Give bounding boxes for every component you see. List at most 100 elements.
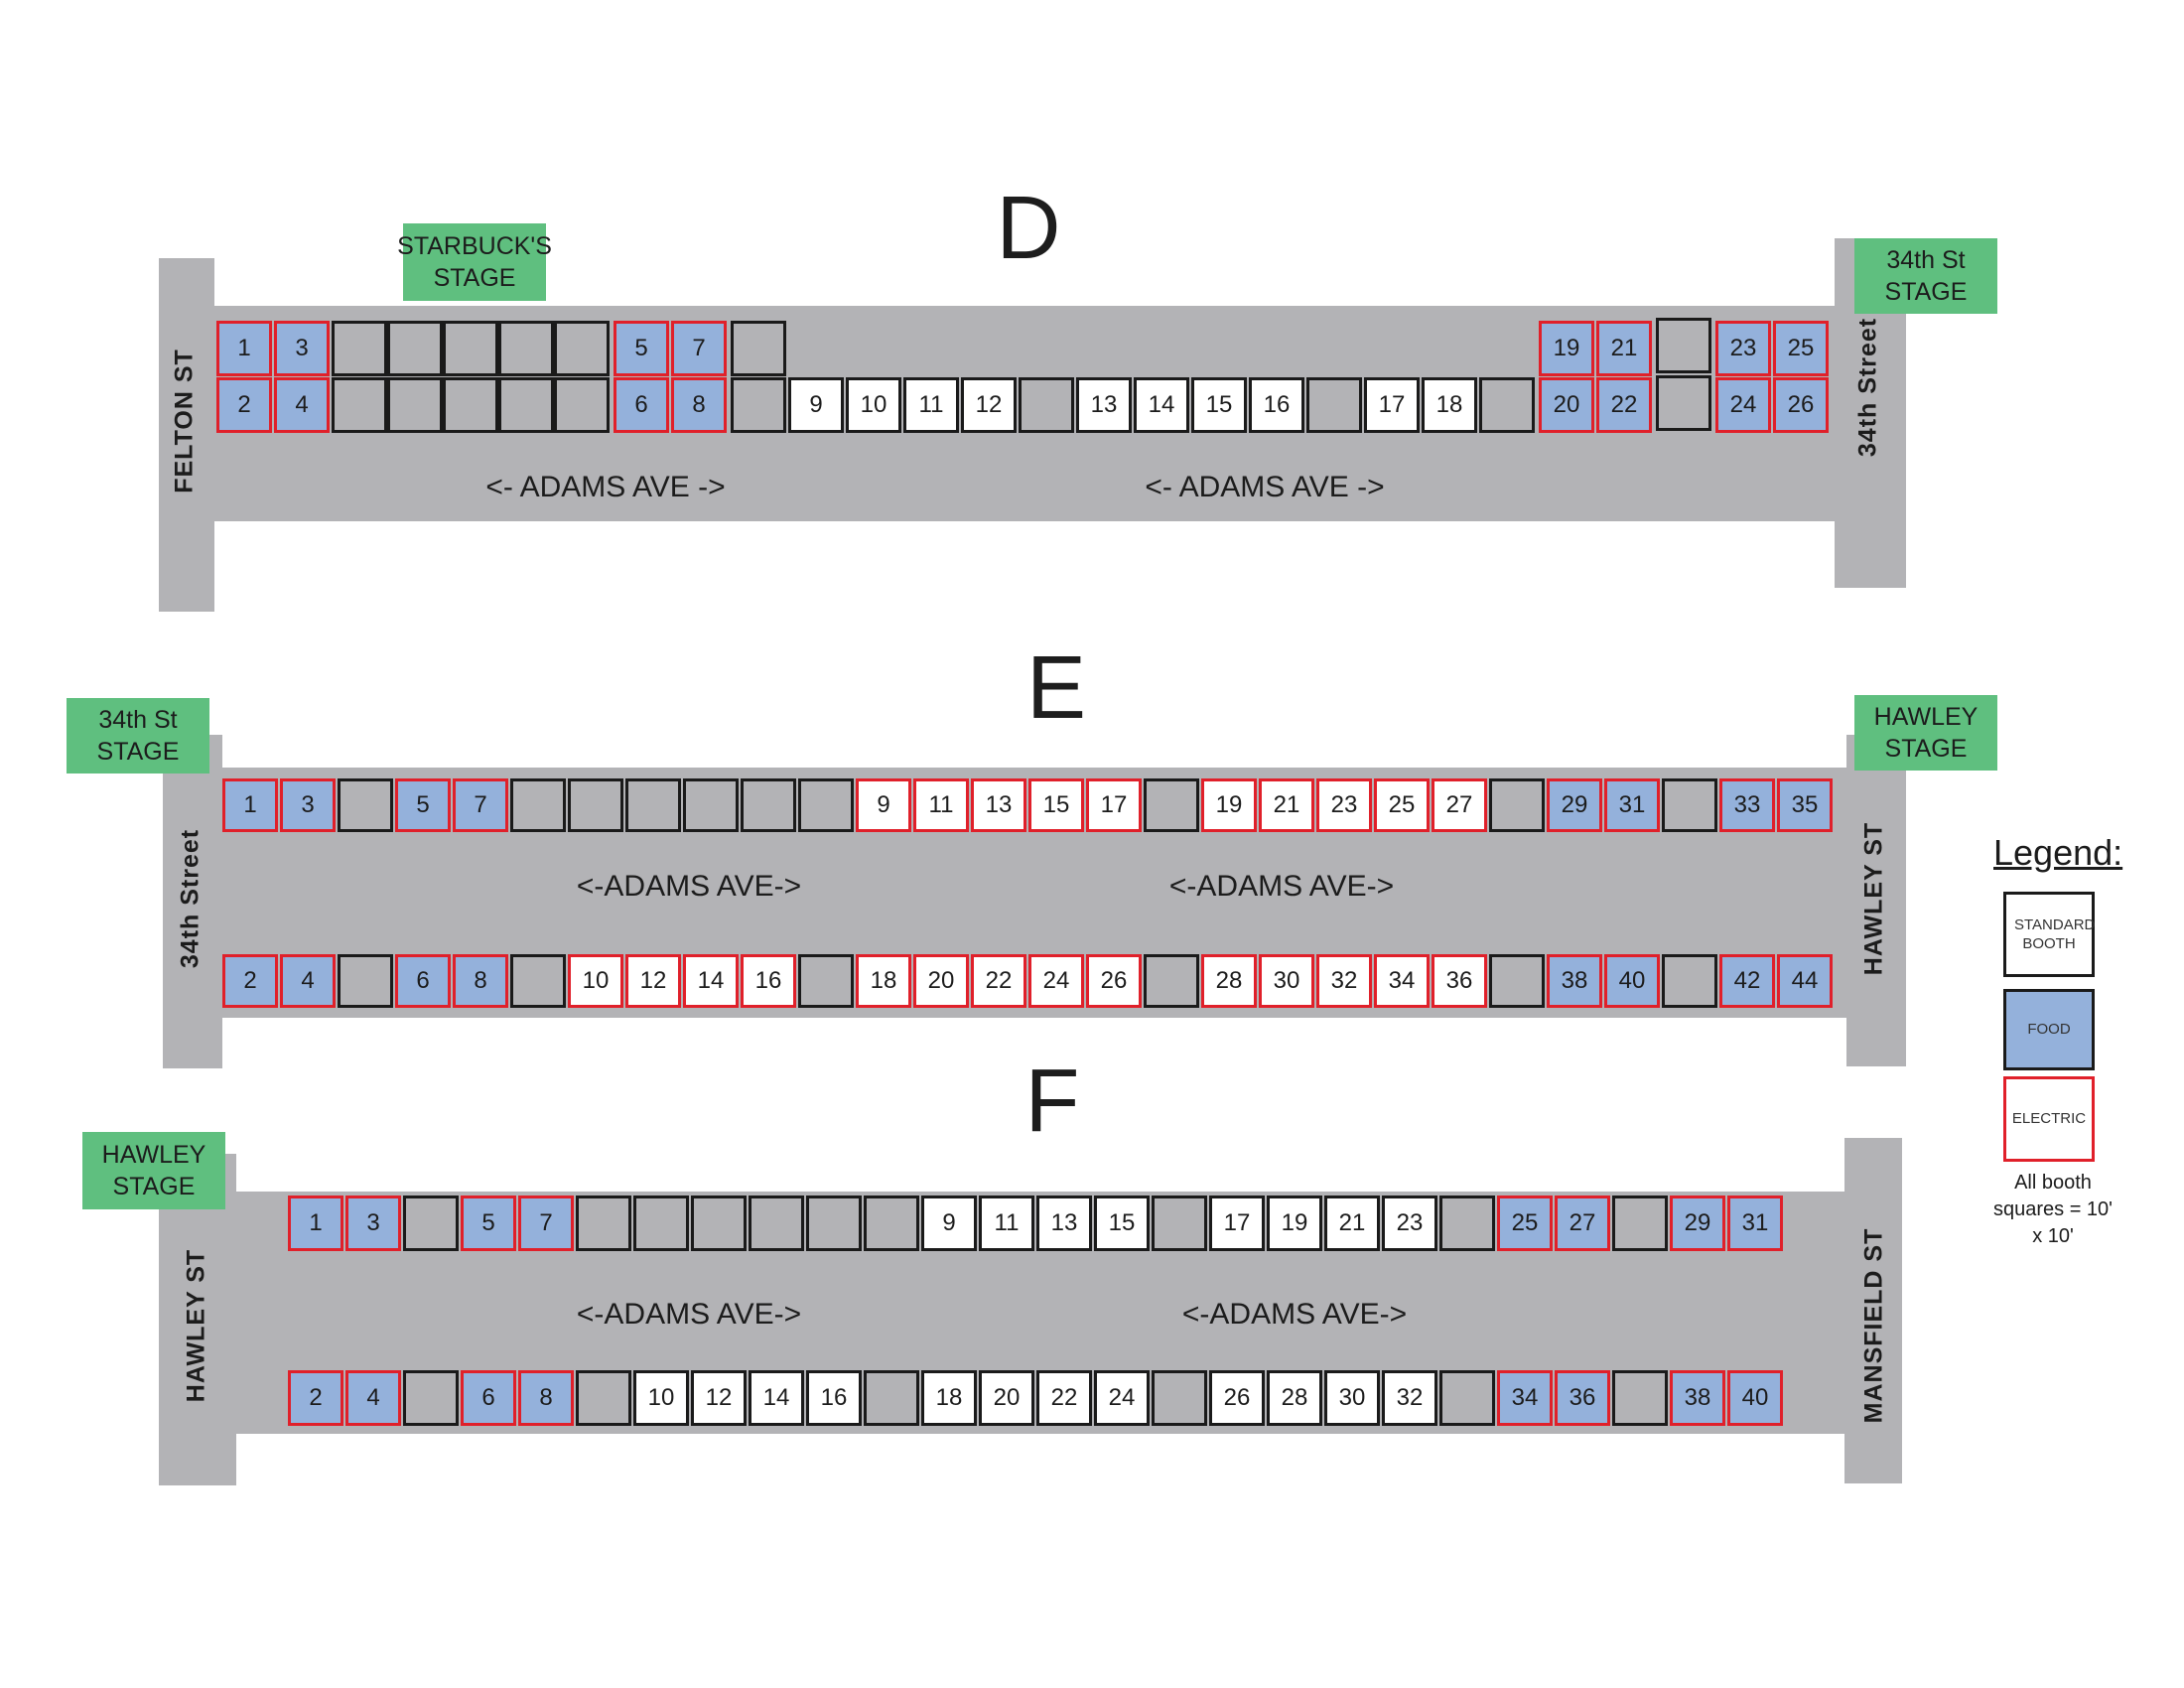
booth-f-unnumbered[interactable]: [1152, 1370, 1207, 1426]
booth-f-unnumbered[interactable]: [864, 1370, 919, 1426]
booth-e-13[interactable]: 13: [971, 778, 1026, 832]
booth-d-unnumbered[interactable]: [1306, 377, 1362, 433]
booth-d-17[interactable]: 17: [1364, 377, 1420, 433]
booth-e-9[interactable]: 9: [856, 778, 911, 832]
booth-d-3[interactable]: 3: [274, 321, 330, 376]
booth-e-unnumbered[interactable]: [625, 778, 681, 832]
booth-e-40[interactable]: 40: [1604, 954, 1660, 1008]
booth-d-unnumbered[interactable]: [1656, 375, 1711, 431]
booth-d-2[interactable]: 2: [216, 377, 272, 433]
booth-e-10[interactable]: 10: [568, 954, 623, 1008]
booth-f-19[interactable]: 19: [1267, 1196, 1322, 1251]
booth-d-unnumbered[interactable]: [498, 377, 554, 433]
booth-f-38[interactable]: 38: [1670, 1370, 1725, 1426]
booth-f-unnumbered[interactable]: [576, 1196, 631, 1251]
booth-d-unnumbered[interactable]: [443, 321, 498, 376]
booth-d-7[interactable]: 7: [671, 321, 727, 376]
booth-e-unnumbered[interactable]: [798, 954, 854, 1008]
booth-f-unnumbered[interactable]: [691, 1196, 747, 1251]
booth-d-unnumbered[interactable]: [387, 377, 443, 433]
booth-e-5[interactable]: 5: [395, 778, 451, 832]
booth-f-unnumbered[interactable]: [1439, 1370, 1495, 1426]
booth-e-7[interactable]: 7: [453, 778, 508, 832]
booth-f-unnumbered[interactable]: [806, 1196, 862, 1251]
booth-d-unnumbered[interactable]: [387, 321, 443, 376]
booth-e-35[interactable]: 35: [1777, 778, 1833, 832]
booth-e-1[interactable]: 1: [222, 778, 278, 832]
booth-f-2[interactable]: 2: [288, 1370, 343, 1426]
booth-f-7[interactable]: 7: [518, 1196, 574, 1251]
booth-f-16[interactable]: 16: [806, 1370, 862, 1426]
booth-e-12[interactable]: 12: [625, 954, 681, 1008]
booth-e-23[interactable]: 23: [1316, 778, 1372, 832]
booth-d-unnumbered[interactable]: [332, 377, 387, 433]
booth-f-6[interactable]: 6: [461, 1370, 516, 1426]
booth-d-15[interactable]: 15: [1191, 377, 1247, 433]
booth-d-unnumbered[interactable]: [731, 377, 786, 433]
booth-e-26[interactable]: 26: [1086, 954, 1142, 1008]
booth-f-3[interactable]: 3: [345, 1196, 401, 1251]
booth-f-unnumbered[interactable]: [576, 1370, 631, 1426]
booth-f-unnumbered[interactable]: [1152, 1196, 1207, 1251]
booth-f-11[interactable]: 11: [979, 1196, 1034, 1251]
booth-e-unnumbered[interactable]: [338, 954, 393, 1008]
booth-e-unnumbered[interactable]: [741, 778, 796, 832]
booth-d-unnumbered[interactable]: [1656, 318, 1711, 373]
booth-e-unnumbered[interactable]: [1662, 954, 1717, 1008]
booth-e-21[interactable]: 21: [1259, 778, 1314, 832]
booth-f-26[interactable]: 26: [1209, 1370, 1265, 1426]
booth-f-40[interactable]: 40: [1727, 1370, 1783, 1426]
booth-f-13[interactable]: 13: [1036, 1196, 1092, 1251]
booth-e-unnumbered[interactable]: [1144, 778, 1199, 832]
booth-e-25[interactable]: 25: [1374, 778, 1430, 832]
booth-e-19[interactable]: 19: [1201, 778, 1257, 832]
booth-e-3[interactable]: 3: [280, 778, 336, 832]
booth-e-4[interactable]: 4: [280, 954, 336, 1008]
booth-e-30[interactable]: 30: [1259, 954, 1314, 1008]
booth-d-12[interactable]: 12: [961, 377, 1017, 433]
booth-d-19[interactable]: 19: [1539, 321, 1594, 376]
booth-e-36[interactable]: 36: [1432, 954, 1487, 1008]
booth-e-27[interactable]: 27: [1432, 778, 1487, 832]
booth-f-14[interactable]: 14: [749, 1370, 804, 1426]
booth-d-18[interactable]: 18: [1422, 377, 1477, 433]
booth-e-unnumbered[interactable]: [1489, 954, 1545, 1008]
booth-e-2[interactable]: 2: [222, 954, 278, 1008]
booth-d-unnumbered[interactable]: [554, 377, 610, 433]
booth-d-24[interactable]: 24: [1715, 377, 1771, 433]
booth-d-23[interactable]: 23: [1715, 321, 1771, 376]
booth-e-33[interactable]: 33: [1719, 778, 1775, 832]
booth-f-22[interactable]: 22: [1036, 1370, 1092, 1426]
booth-d-unnumbered[interactable]: [1019, 377, 1074, 433]
booth-d-unnumbered[interactable]: [443, 377, 498, 433]
booth-d-16[interactable]: 16: [1249, 377, 1304, 433]
booth-f-8[interactable]: 8: [518, 1370, 574, 1426]
booth-e-16[interactable]: 16: [741, 954, 796, 1008]
booth-d-5[interactable]: 5: [614, 321, 669, 376]
booth-f-17[interactable]: 17: [1209, 1196, 1265, 1251]
booth-d-20[interactable]: 20: [1539, 377, 1594, 433]
booth-f-29[interactable]: 29: [1670, 1196, 1725, 1251]
booth-f-unnumbered[interactable]: [1612, 1196, 1668, 1251]
booth-e-unnumbered[interactable]: [338, 778, 393, 832]
booth-d-unnumbered[interactable]: [498, 321, 554, 376]
booth-e-34[interactable]: 34: [1374, 954, 1430, 1008]
booth-f-27[interactable]: 27: [1555, 1196, 1610, 1251]
booth-d-11[interactable]: 11: [903, 377, 959, 433]
booth-f-23[interactable]: 23: [1382, 1196, 1437, 1251]
booth-e-unnumbered[interactable]: [568, 778, 623, 832]
booth-f-30[interactable]: 30: [1324, 1370, 1380, 1426]
booth-e-unnumbered[interactable]: [1144, 954, 1199, 1008]
booth-f-28[interactable]: 28: [1267, 1370, 1322, 1426]
booth-d-25[interactable]: 25: [1773, 321, 1829, 376]
booth-e-24[interactable]: 24: [1028, 954, 1084, 1008]
booth-e-31[interactable]: 31: [1604, 778, 1660, 832]
booth-d-unnumbered[interactable]: [731, 321, 786, 376]
booth-e-44[interactable]: 44: [1777, 954, 1833, 1008]
booth-e-8[interactable]: 8: [453, 954, 508, 1008]
booth-d-unnumbered[interactable]: [554, 321, 610, 376]
booth-d-13[interactable]: 13: [1076, 377, 1132, 433]
booth-f-unnumbered[interactable]: [403, 1196, 459, 1251]
booth-f-5[interactable]: 5: [461, 1196, 516, 1251]
booth-f-34[interactable]: 34: [1497, 1370, 1553, 1426]
